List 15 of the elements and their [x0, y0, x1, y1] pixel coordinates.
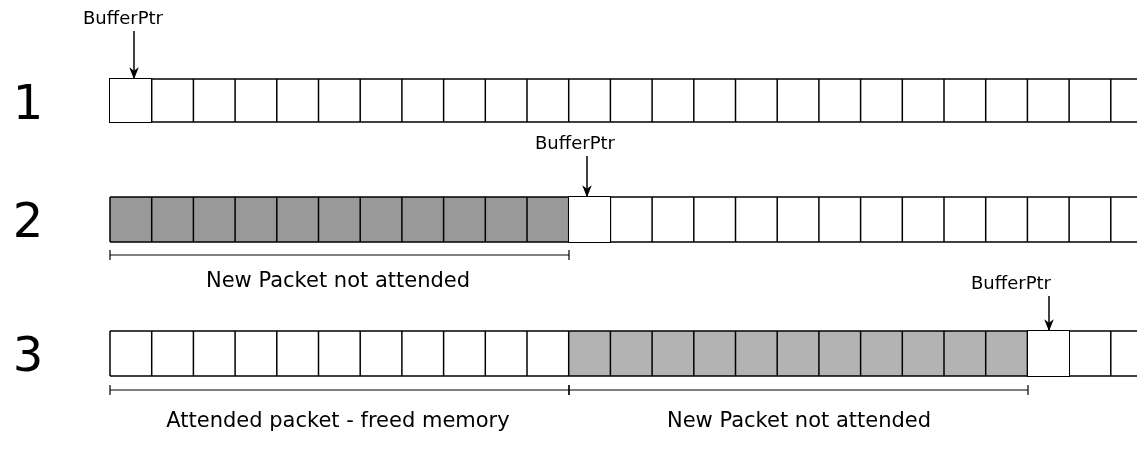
pointer-arrow	[129, 30, 139, 80]
pointer-label: BufferPtr	[535, 134, 615, 152]
memory-cell	[1026, 330, 1070, 377]
span-label: New Packet not attended	[205, 270, 471, 291]
memory-cell	[109, 78, 153, 123]
row-number: 1	[11, 78, 45, 126]
pointer-label: BufferPtr	[971, 274, 1051, 292]
row-number: 3	[11, 330, 45, 378]
pointer-arrow	[582, 155, 592, 198]
row-number: 2	[11, 196, 45, 244]
span-label: New Packet not attended	[666, 410, 932, 431]
span-label: Attended packet - freed memory	[166, 410, 510, 431]
memory-cell	[567, 196, 612, 243]
pointer-arrow	[1044, 295, 1054, 332]
pointer-label: BufferPtr	[83, 9, 163, 27]
